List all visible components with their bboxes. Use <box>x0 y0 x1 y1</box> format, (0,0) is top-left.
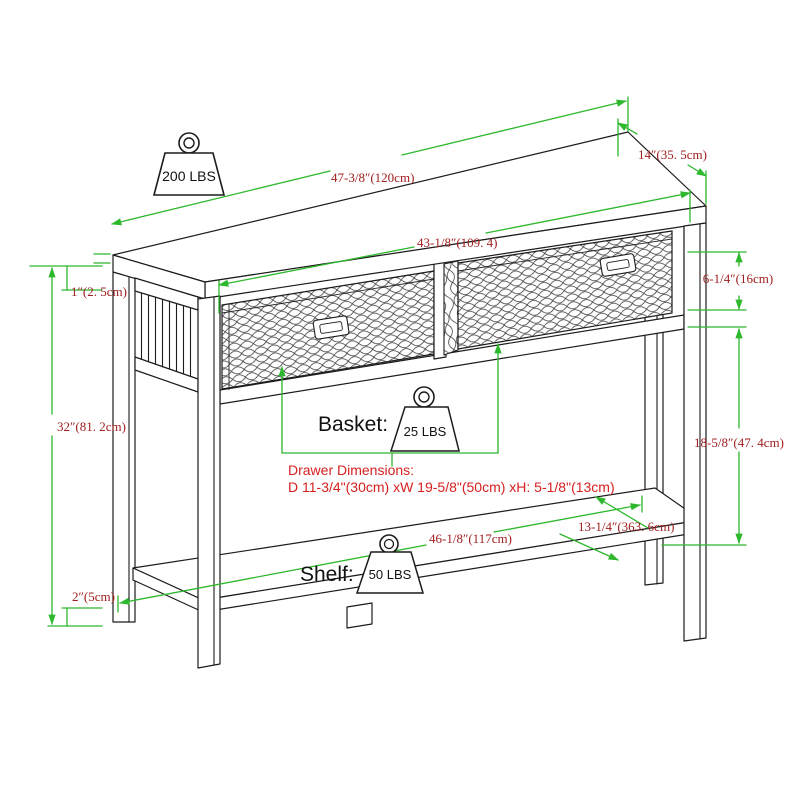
leg-back-right <box>644 312 664 586</box>
dim-overall-height: 32″(81. 2cm) <box>47 266 126 627</box>
shelf-callout-label: Shelf: <box>300 563 354 586</box>
dim-inner-width: 43-1/8″(109. 4) <box>217 189 692 314</box>
dim-shelf-clearance: 18-5/8″(47. 4cm) <box>661 326 784 546</box>
dim-shelf-depth: 13-1/4″(363. 6cm) <box>559 496 674 561</box>
basket-callout-label: Basket: <box>318 413 388 436</box>
shelf-support-foot <box>346 602 373 629</box>
dim-top-thickness: 1″(2. 5cm) <box>29 265 127 299</box>
dim-label-top-thickness: 1″(2. 5cm) <box>71 284 127 299</box>
weight-icon-25lbs: 25 LBS <box>389 386 460 452</box>
dim-basket-height: 6-1/4″(16cm) <box>687 251 773 311</box>
side-slat-panel <box>134 277 199 393</box>
dim-label-shelf-clearance: 18-5/8″(47. 4cm) <box>694 435 784 450</box>
dim-label-inner-width: 43-1/8″(109. 4) <box>417 235 498 250</box>
drawer-note-body: D 11-3/4"(30cm) xW 19-5/8"(50cm) xH: 5-1… <box>288 479 615 495</box>
leg-back-left <box>112 271 136 623</box>
dim-top-width: 47-3/8″(120cm) <box>93 96 629 264</box>
dim-label-top-depth: 14″(35. 5cm) <box>638 147 707 162</box>
weight-icon-50lbs: 50 LBS <box>355 534 425 594</box>
basket-handle-right <box>599 253 637 277</box>
drawer-dimensions-note: Drawer Dimensions: D 11-3/4"(30cm) xW 19… <box>288 462 615 495</box>
dim-label-shelf-width: 46-1/8″(117cm) <box>429 531 512 546</box>
bottom-shelf <box>132 487 702 613</box>
dim-label-shelf-depth: 13-1/4″(363. 6cm) <box>578 519 674 534</box>
weight-icon-200lbs: 200 LBS <box>152 132 226 196</box>
dim-shelf-height: 2″(5cm) <box>61 589 115 627</box>
basket-callout-bracket <box>278 342 502 467</box>
dim-label-shelf-height: 2″(5cm) <box>72 589 115 604</box>
leg-front-left <box>197 295 221 669</box>
basket-handle-left <box>312 315 350 340</box>
drawer-note-title: Drawer Dimensions: <box>288 462 414 478</box>
dim-label-basket-height: 6-1/4″(16cm) <box>703 271 773 286</box>
dim-label-top-width: 47-3/8″(120cm) <box>331 170 414 185</box>
weight-label-25lbs: 25 LBS <box>404 424 447 439</box>
dim-label-overall-height: 32″(81. 2cm) <box>57 419 126 434</box>
weight-label-200lbs: 200 LBS <box>162 168 216 184</box>
dim-top-depth: 14″(35. 5cm) <box>617 118 707 205</box>
weight-label-50lbs: 50 LBS <box>369 567 412 582</box>
